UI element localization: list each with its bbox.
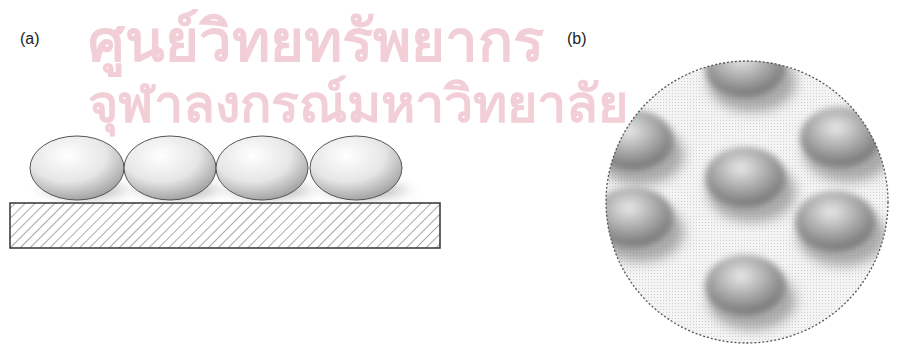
- watermark: จุฬาลงกรณ์มหาวิทยาลัย: [88, 62, 628, 145]
- substrate: [10, 203, 440, 248]
- panel-label: (b): [567, 30, 587, 48]
- field-outline: [606, 61, 888, 343]
- droplets: [30, 136, 402, 200]
- panel-label: (a): [20, 30, 40, 48]
- droplet-top-views: [593, 37, 892, 330]
- watermark: ศูนย์วิทยทรัพยากร: [88, 0, 544, 87]
